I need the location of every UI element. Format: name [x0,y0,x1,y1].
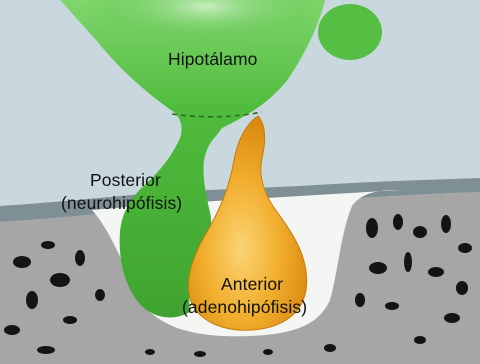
label-hypothalamus: Hipotálamo [168,51,258,69]
label-anterior-sub: (adenohipófisis) [182,299,307,317]
label-posterior: Posterior [90,172,161,190]
mammillary-bulge [318,4,382,60]
label-posterior-sub: (neurohipófisis) [61,195,182,213]
label-anterior: Anterior [221,276,283,294]
